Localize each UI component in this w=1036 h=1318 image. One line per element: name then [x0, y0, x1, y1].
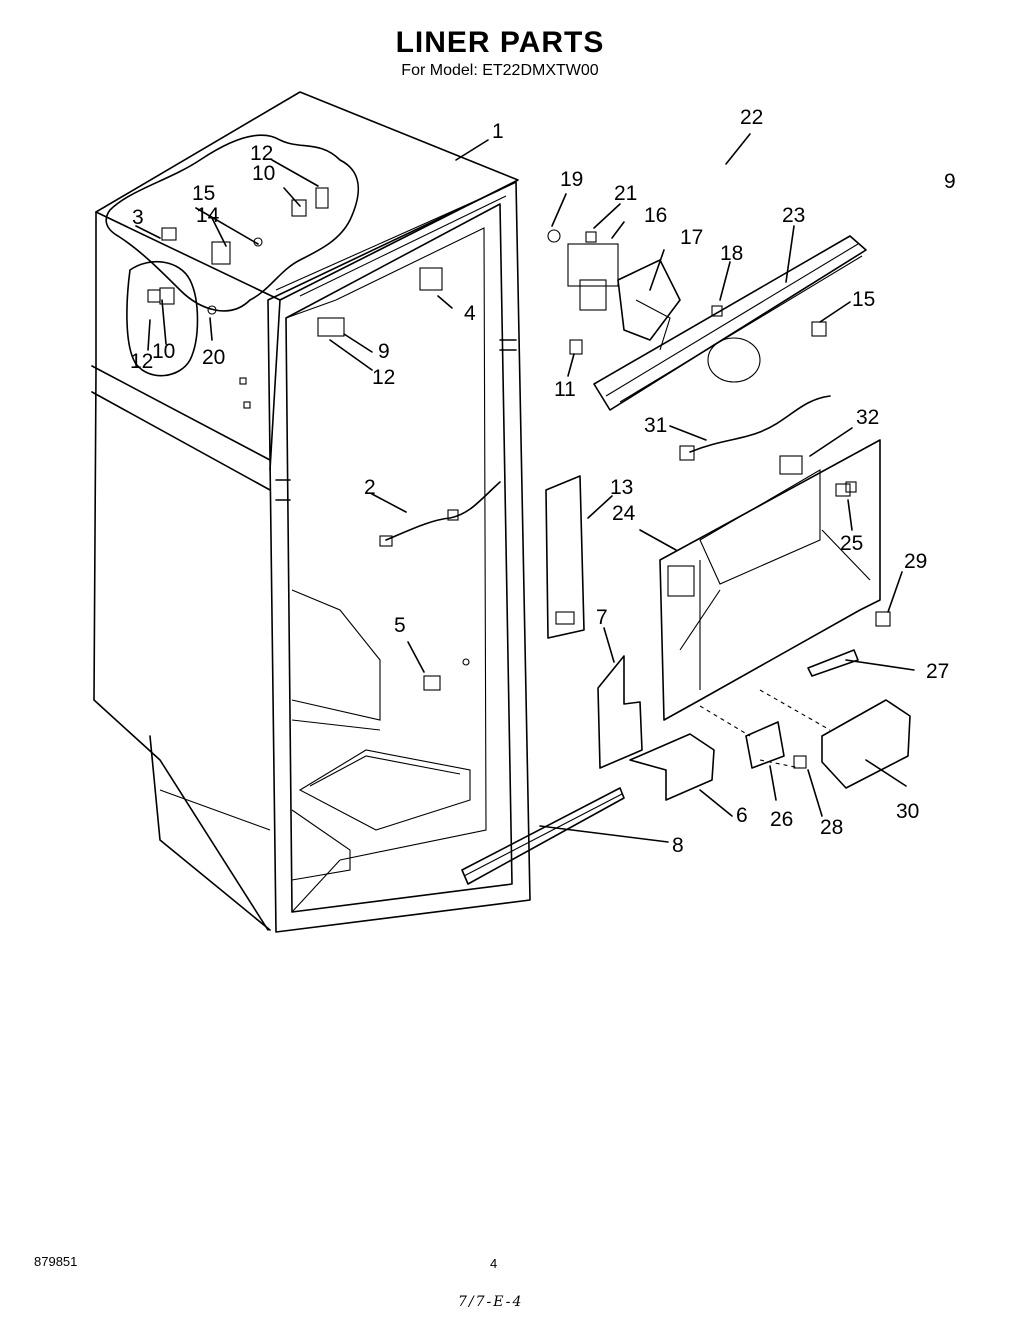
- fan-motor-assembly: 9: [547, 170, 956, 355]
- callout-23: 23: [782, 204, 805, 227]
- callout-21: 21: [614, 182, 637, 205]
- handwritten-code: 7/7-E-4: [458, 1294, 524, 1310]
- callout-6: 6: [736, 804, 748, 827]
- callout-12c: 12: [372, 366, 395, 389]
- part-32-clip: [779, 455, 803, 475]
- callout-12a: 12: [250, 142, 273, 165]
- callout-30: 30: [896, 800, 919, 823]
- part-4-bracket: [419, 267, 443, 291]
- part-5-lamp-socket: [423, 658, 470, 691]
- callout-28: 28: [820, 816, 843, 839]
- callout-32: 32: [856, 406, 879, 429]
- part-25-screw: [835, 483, 851, 497]
- page-number: 4: [490, 1256, 498, 1271]
- callout-15a: 15: [192, 182, 215, 205]
- callout-2: 2: [364, 476, 376, 499]
- callout-13: 13: [610, 476, 633, 499]
- part-22-glyph: 9: [944, 170, 956, 193]
- part-13-panel: [545, 475, 585, 639]
- callout-3: 3: [132, 206, 144, 229]
- liner-cabinet: [91, 91, 531, 933]
- callout-17: 17: [680, 226, 703, 249]
- part-7-insulation: [597, 655, 643, 769]
- callout-12b: 12: [130, 350, 153, 373]
- part-6-insulation: [629, 733, 715, 801]
- part-31-wire: [679, 395, 831, 461]
- callout-7: 7: [596, 606, 608, 629]
- insulation-cutaway: [105, 134, 359, 377]
- part-9-clip: [317, 317, 345, 337]
- part-30-cover: [821, 699, 911, 789]
- callout-19: 19: [560, 168, 583, 191]
- callouts: 1 2 3 4 5 6 7 8 9 10 10 11 12 12 12 13 1…: [130, 106, 949, 857]
- callout-5: 5: [394, 614, 406, 637]
- part-number: 879851: [34, 1254, 78, 1269]
- callout-11: 11: [554, 378, 576, 401]
- callout-24: 24: [612, 502, 636, 525]
- part-2-wire-harness: [379, 481, 501, 547]
- callout-26: 26: [770, 808, 793, 831]
- callout-10a: 10: [252, 162, 275, 185]
- callout-29: 29: [904, 550, 927, 573]
- callout-15b: 15: [852, 288, 875, 311]
- part-8-strip: [461, 787, 625, 885]
- callout-27: 27: [926, 660, 949, 683]
- callout-8: 8: [672, 834, 684, 857]
- callout-16: 16: [644, 204, 667, 227]
- model-subtitle: For Model: ET22DMXTW00: [401, 62, 599, 79]
- part-15-screw: [811, 321, 827, 337]
- part-29-fastener: [875, 611, 891, 627]
- callout-18: 18: [720, 242, 743, 265]
- part-28-screw: [793, 755, 807, 769]
- part-23-grille: [593, 235, 867, 411]
- part-24-air-duct: [659, 439, 881, 721]
- callout-1: 1: [492, 120, 504, 143]
- page-title: LINER PARTS: [395, 26, 605, 59]
- leader-lines: [135, 133, 915, 843]
- callout-10b: 10: [152, 340, 175, 363]
- callout-22: 22: [740, 106, 763, 129]
- callout-25: 25: [840, 532, 863, 555]
- part-27-strip: [807, 649, 859, 677]
- callout-31: 31: [644, 414, 667, 437]
- callout-14: 14: [196, 204, 220, 227]
- callout-4: 4: [464, 302, 476, 325]
- callout-20: 20: [202, 346, 225, 369]
- callout-9: 9: [378, 340, 390, 363]
- part-26-bracket: [745, 721, 785, 769]
